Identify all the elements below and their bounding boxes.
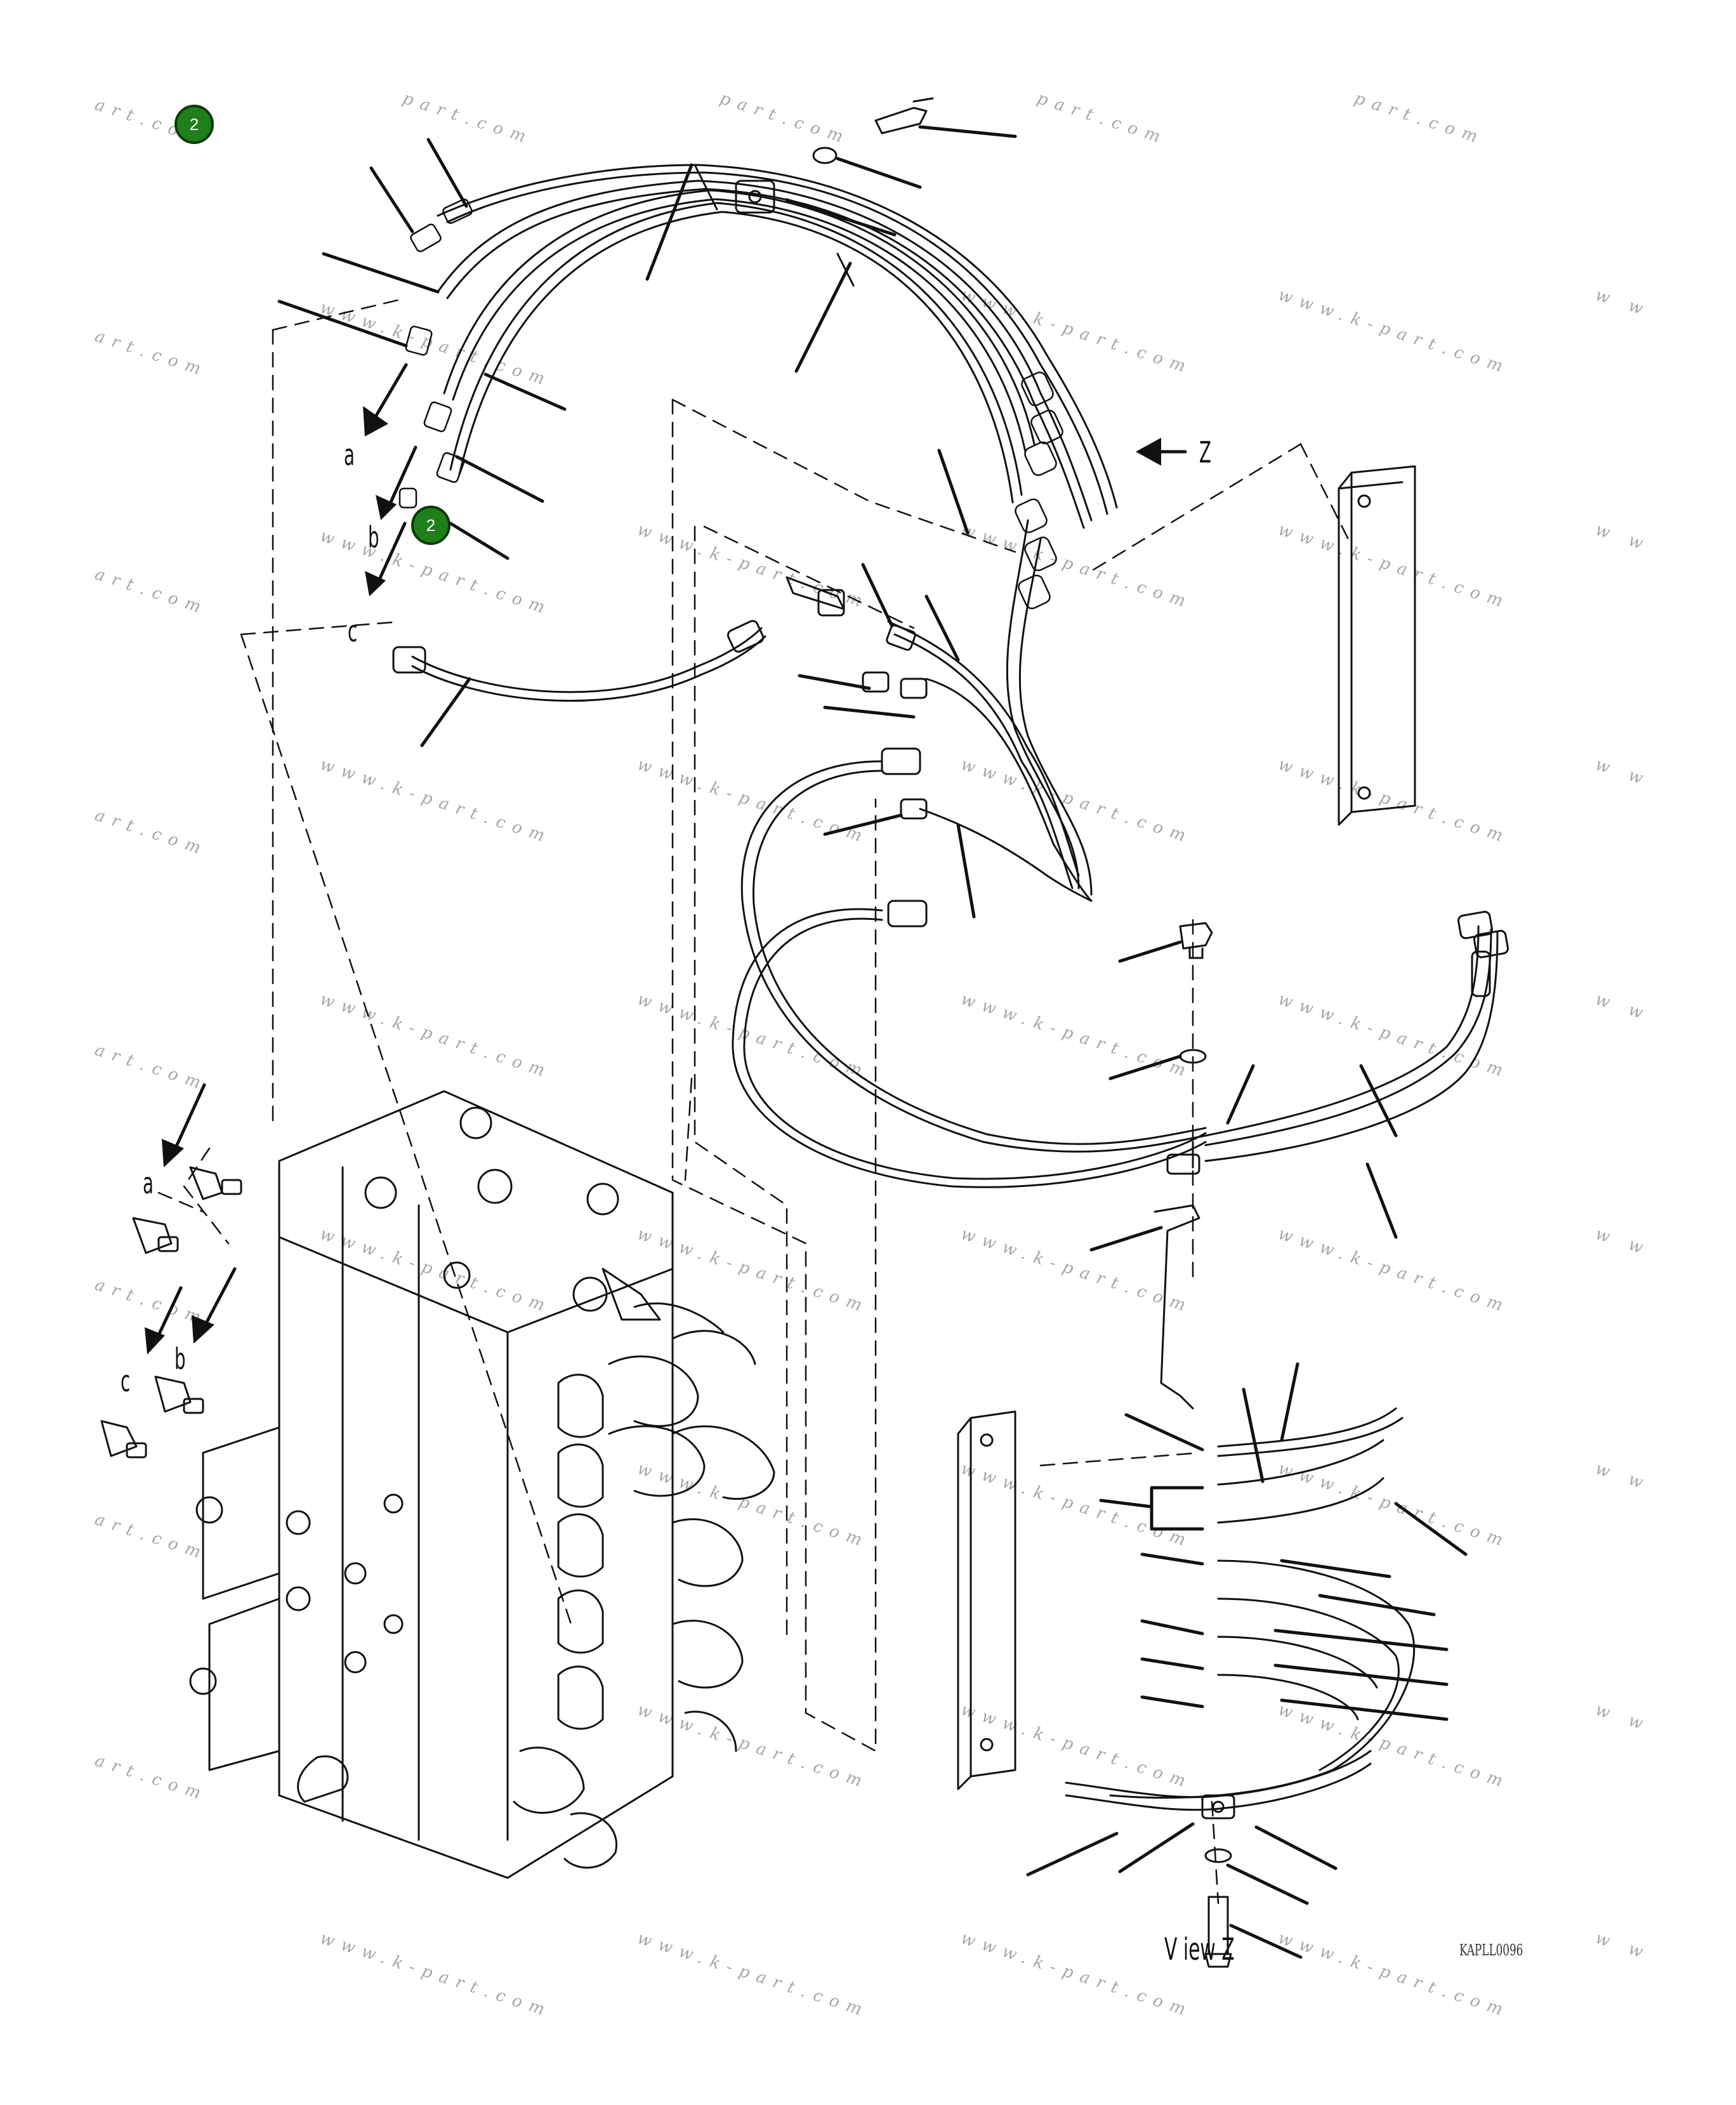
drawing-code: KAPLL0096: [1459, 1941, 1523, 1959]
connection-letter-c: c: [348, 614, 358, 648]
right-manifold-bottom: [957, 1410, 1016, 1790]
view-caption: V iew Z: [1164, 1932, 1235, 1967]
right-manifold-top: [1338, 465, 1416, 826]
lower-swoop-hoses: [732, 760, 1499, 1188]
callout-marker[interactable]: 2: [411, 506, 450, 545]
connection-letter-a: a: [143, 1166, 154, 1200]
leader-lines: [277, 125, 1468, 1959]
view-arrow-label: Z: [1199, 435, 1211, 469]
middle-fittings: [786, 576, 1093, 928]
connection-letter-c: c: [121, 1364, 131, 1398]
upper-bundle-end-fittings: [1015, 371, 1063, 610]
view-z-hoses: [1065, 1407, 1415, 1811]
callout-marker[interactable]: 2: [174, 105, 214, 144]
connection-letter-b: b: [174, 1342, 186, 1376]
lower-right-fittings: [1457, 910, 1509, 997]
upper-hose-bundle: [437, 164, 1118, 896]
middle-hose-c: [392, 620, 766, 702]
connection-letter-b: b: [368, 520, 379, 554]
direction-arrows: [154, 363, 1187, 1344]
left-upper-fittings: [398, 199, 473, 509]
connection-letter-a: a: [344, 438, 355, 472]
bracket-group: [1154, 922, 1213, 1410]
phantom-lines: [157, 297, 1353, 1905]
arrow-heads: [145, 406, 1161, 1354]
left-adapter-fittings: [100, 1166, 242, 1459]
control-valve-block: [189, 1090, 775, 1879]
view-z-clamp-group: [1201, 1794, 1235, 1968]
